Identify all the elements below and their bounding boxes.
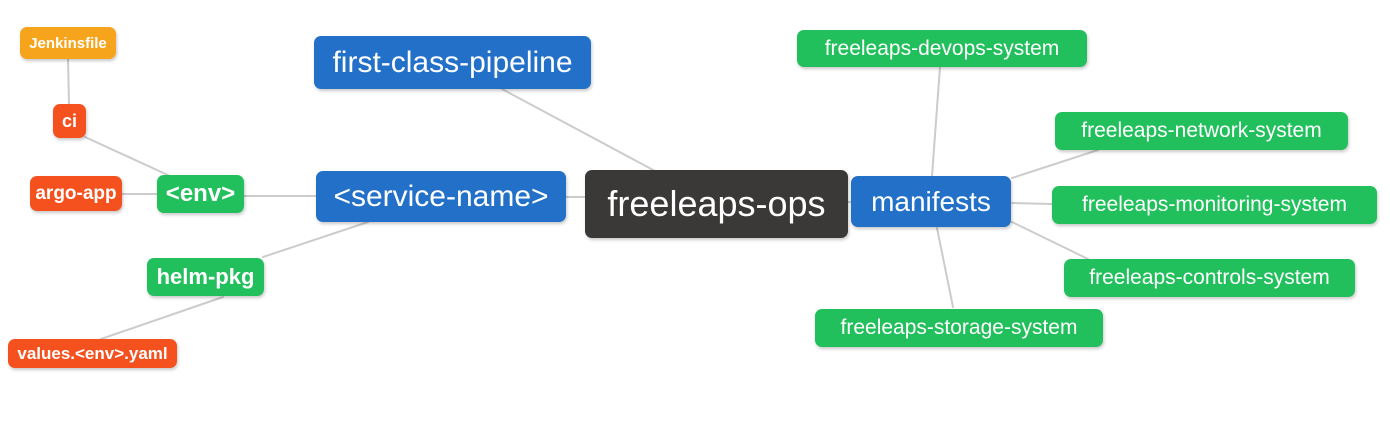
edge-values-env-yaml-helm-pkg (100, 296, 224, 340)
node-env[interactable]: <env> (157, 175, 244, 213)
node-freeleaps-network-system[interactable]: freeleaps-network-system (1055, 112, 1348, 150)
node-helm-pkg[interactable]: helm-pkg (147, 258, 264, 296)
node-ci[interactable]: ci (53, 104, 86, 138)
node-freeleaps-devops-system[interactable]: freeleaps-devops-system (797, 30, 1087, 67)
node-freeleaps-ops[interactable]: freeleaps-ops (585, 170, 848, 238)
node-first-class-pipeline[interactable]: first-class-pipeline (314, 36, 591, 89)
edge-manifests-freeleaps-controls-system (1011, 221, 1089, 260)
edge-jenkinsfile-ci (67, 58, 70, 105)
node-freeleaps-storage-system[interactable]: freeleaps-storage-system (815, 309, 1103, 347)
edge-first-class-pipeline-freeleaps-ops (501, 88, 656, 172)
node-jenkinsfile[interactable]: Jenkinsfile (20, 27, 116, 59)
edge-manifests-freeleaps-monitoring-system (1011, 202, 1053, 205)
edge-manifests-freeleaps-network-system (1011, 149, 1099, 179)
edge-manifests-freeleaps-storage-system (936, 227, 954, 308)
node-service-name[interactable]: <service-name> (316, 171, 566, 222)
edge-helm-pkg-service-name (262, 221, 369, 258)
node-manifests[interactable]: manifests (851, 176, 1011, 227)
edge-manifests-freeleaps-devops-system (931, 66, 941, 177)
node-freeleaps-monitoring-system[interactable]: freeleaps-monitoring-system (1052, 186, 1377, 224)
node-argo-app[interactable]: argo-app (30, 176, 122, 211)
node-values-env-yaml[interactable]: values.<env>.yaml (8, 339, 177, 368)
node-freeleaps-controls-system[interactable]: freeleaps-controls-system (1064, 259, 1355, 297)
edge-ci-env (84, 136, 171, 177)
